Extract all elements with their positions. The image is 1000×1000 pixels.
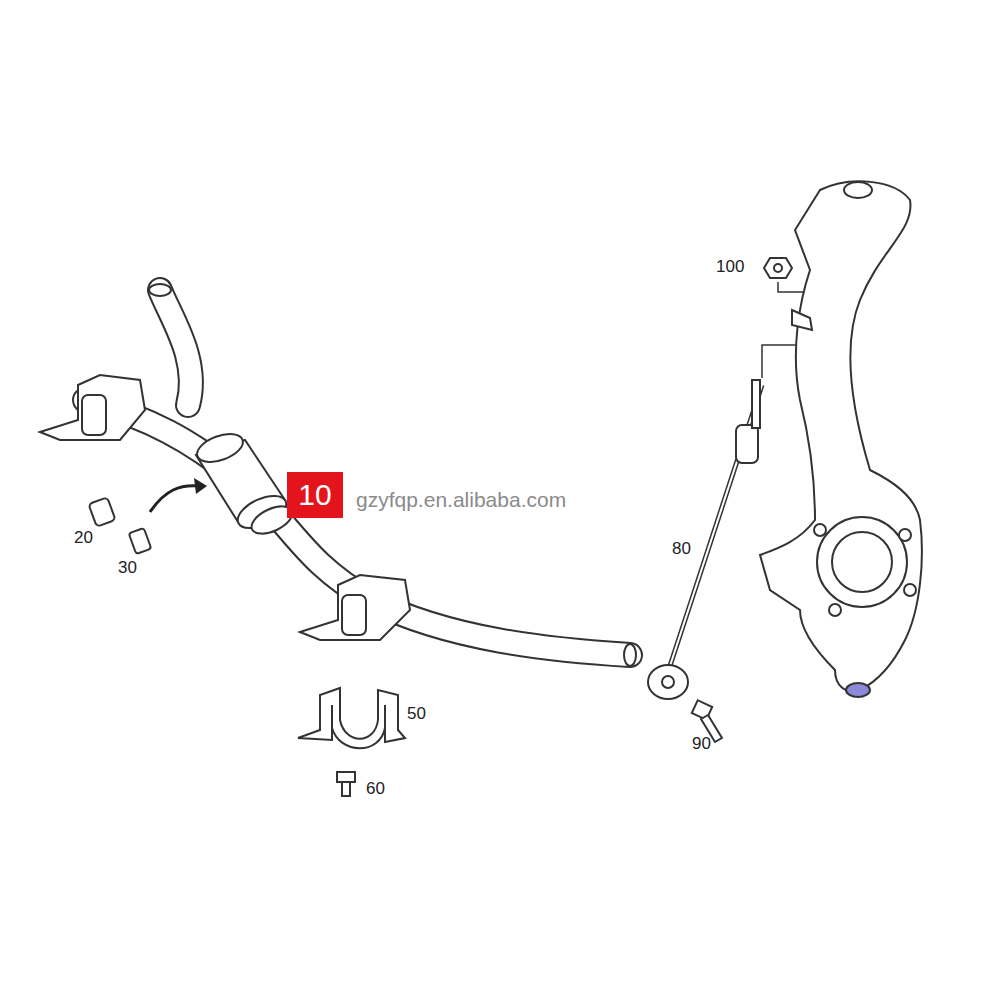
ball-joint [846, 683, 870, 697]
knuckle-top [844, 182, 872, 198]
callout-number: 20 [74, 529, 93, 546]
link-ball [736, 425, 758, 463]
nut-hole [774, 264, 782, 272]
steering-knuckle [760, 181, 922, 697]
hub-flange [817, 517, 907, 607]
bar-main [85, 400, 630, 655]
bar-end [149, 284, 171, 296]
callout-number: 50 [407, 705, 426, 722]
bar-arm-fill [160, 290, 191, 405]
bracket-clamp [298, 688, 405, 748]
callout-number: 10 [298, 480, 331, 510]
bolt-60-shank [342, 782, 350, 796]
part-30 [129, 528, 152, 554]
bracket-50 [298, 688, 405, 748]
link-80 [648, 380, 762, 699]
part-20 [88, 497, 115, 526]
callout-number: 60 [366, 780, 385, 797]
hub-bore [832, 532, 892, 592]
link-rod [668, 385, 762, 672]
bar-arm [160, 290, 191, 405]
callout-number: 100 [716, 258, 744, 275]
link-mount [792, 310, 812, 330]
bolt-60-head [337, 772, 355, 782]
bar-main-fill [85, 400, 630, 655]
bolt-hole [814, 524, 826, 536]
bushing-brackets [40, 375, 410, 640]
callout-number: 80 [672, 540, 691, 557]
bracket-right [300, 575, 410, 640]
bushing-right [342, 595, 366, 635]
arrow-line [150, 486, 200, 512]
knuckle-body [760, 181, 922, 691]
bolt-hole [904, 584, 916, 596]
bolts [88, 258, 792, 796]
actuator-ring [193, 429, 246, 468]
callout-number: 30 [118, 559, 137, 576]
actuator [193, 429, 296, 540]
nut-100 [764, 258, 792, 278]
link-stud [752, 380, 760, 428]
link-eye [648, 665, 688, 699]
bolt-hole [829, 604, 841, 616]
link-rod-fill [668, 385, 762, 672]
bracket-left [40, 375, 145, 440]
callout-number: 90 [692, 735, 711, 752]
bushing-left [82, 395, 106, 435]
bolt-hole [899, 529, 911, 541]
stabilizer-bar [85, 284, 636, 666]
bar-end [624, 644, 636, 666]
arrow-head [194, 478, 207, 494]
link-eye-hole [662, 676, 674, 688]
watermark: gzyfqp.en.alibaba.com [356, 489, 566, 510]
callout-box: 10 [287, 472, 343, 518]
